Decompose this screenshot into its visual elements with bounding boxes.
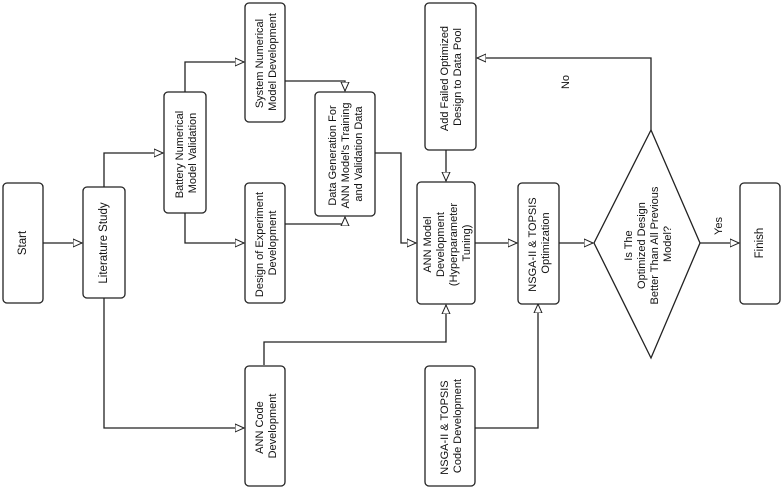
finish-label: Finish bbox=[754, 228, 766, 259]
data-generation-label: Data Generation For ANN Model's Training… bbox=[327, 99, 365, 208]
literature-study-label: Literature Study bbox=[98, 202, 110, 283]
finish-node: Finish bbox=[739, 182, 781, 305]
system-model-node: System Numerical Model Development bbox=[244, 2, 286, 123]
literature-study-node: Literature Study bbox=[82, 186, 126, 299]
edge-nsgacode-nsgaopt bbox=[475, 304, 538, 429]
doe-label: Design of Experiment Development bbox=[254, 189, 279, 297]
data-generation-node: Data Generation For ANN Model's Training… bbox=[314, 91, 376, 217]
connectors bbox=[43, 58, 739, 428]
nsga-code-node: NSGA-II & TOPSIS Code Development bbox=[424, 365, 476, 487]
ann-model-node: ANN Model Development (Hyperparameter Tu… bbox=[416, 181, 476, 305]
ann-model-label: ANN Model Development (Hyperparameter Tu… bbox=[422, 200, 473, 286]
yes-label: Yes bbox=[713, 217, 725, 235]
edge-datagen-annmodel bbox=[375, 152, 416, 243]
decision-node: Is The Optimized Design Better Than All … bbox=[593, 128, 701, 360]
decision-label: Is The Optimized Design Better Than All … bbox=[623, 184, 674, 305]
start-label: Start bbox=[17, 230, 29, 255]
nsga-opt-node: NSGA-II & TOPSIS Optimization bbox=[517, 182, 560, 305]
edge-anncode-annmodel bbox=[263, 305, 446, 365]
battery-validation-label: Battery Numerical Model Validation bbox=[174, 108, 199, 198]
no-label: No bbox=[560, 75, 572, 89]
nsga-opt-label: NSGA-II & TOPSIS Optimization bbox=[527, 194, 552, 291]
edge-literature-anncode bbox=[103, 298, 244, 428]
ann-code-node: ANN Code Development bbox=[244, 365, 286, 487]
edge-battery-system bbox=[184, 62, 244, 92]
start-node: Start bbox=[2, 182, 44, 304]
edge-battery-doe bbox=[184, 213, 244, 243]
nsga-code-label: NSGA-II & TOPSIS Code Development bbox=[439, 377, 464, 474]
edge-decision-addfailed bbox=[477, 58, 652, 130]
edge-system-datagen bbox=[285, 80, 345, 91]
system-model-label: System Numerical Model Development bbox=[254, 13, 279, 111]
battery-validation-node: Battery Numerical Model Validation bbox=[163, 91, 207, 214]
edge-doe-datagen bbox=[285, 217, 345, 224]
add-failed-node: Add Failed Optimized Design to Data Pool bbox=[424, 2, 477, 151]
doe-node: Design of Experiment Development bbox=[244, 182, 286, 304]
ann-code-label: ANN Code Development bbox=[254, 394, 279, 459]
add-failed-label: Add Failed Optimized Design to Data Pool bbox=[439, 23, 464, 131]
edge-literature-battery bbox=[103, 153, 163, 187]
